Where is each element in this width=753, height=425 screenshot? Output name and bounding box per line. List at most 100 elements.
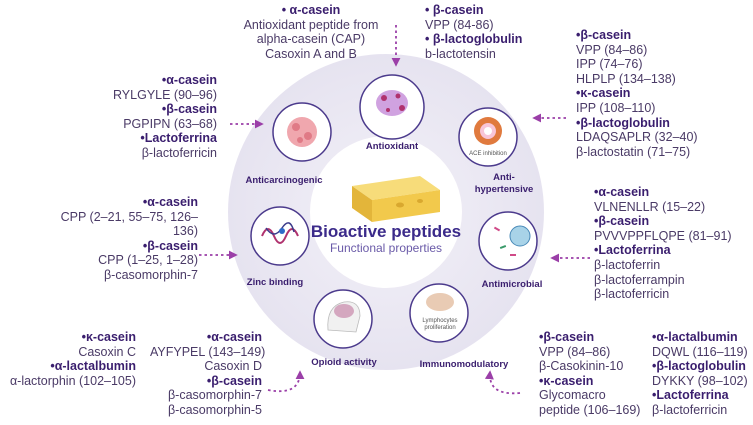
block-bottom-mid-left-h1: •α-casein: [206, 330, 262, 344]
lymphocytes-label-1: Lymphocytes: [422, 318, 457, 324]
block-bottom-mid-left-l3: β-casomorphin-7: [167, 388, 262, 403]
block-top-mid: • β-casein VPP (84-86) • β-lactoglobulin…: [425, 3, 522, 61]
block-right-top-l5: LDAQSAPLR (32–40): [576, 130, 698, 145]
block-top-mid-l1: VPP (84-86): [425, 17, 494, 32]
block-top-left: • α-casein Antioxidant peptide from alph…: [236, 3, 386, 61]
block-left-mid-l3: CPP (1–25, 1–28): [98, 253, 198, 268]
immunomodulatory-node: Lymphocytes proliferation Immunomodulato…: [409, 283, 509, 370]
block-bottom-right-l3: β-lactoferricin: [652, 402, 728, 417]
block-bottom-mid-right-l3: Glycomacro: [539, 388, 606, 403]
block-bottom-mid-right-h1: •β-casein: [539, 330, 595, 344]
block-top-mid-h2: • β-lactoglobulin: [425, 32, 523, 47]
block-left-mid: •α-casein CPP (2–21, 55–75, 126– 136) •β…: [42, 195, 198, 283]
arrow-bottom-left: [267, 370, 305, 393]
block-bottom-mid-left-l2: Casoxin D: [204, 359, 262, 374]
block-right-mid-l2: PVVVPPFLQPE (81–91): [594, 228, 732, 243]
block-left-top-h3: •Lactoferrina: [140, 131, 217, 146]
block-left-mid-l4: β-casomorphin-7: [103, 267, 198, 282]
block-bottom-mid-left-h2: •β-casein: [206, 373, 262, 388]
block-bottom-right-h1: •α-lactalbumin: [652, 330, 738, 344]
block-right-top-h1: •β-casein: [576, 28, 632, 42]
block-left-mid-l1: CPP (2–21, 55–75, 126–: [60, 209, 198, 224]
block-bottom-mid-right-l4: peptide (106–169): [539, 402, 641, 417]
block-right-mid: •α-casein VLNENLLR (15–22) •β-casein PVV…: [594, 185, 732, 302]
protein-structure-icon: [261, 222, 299, 244]
ace-inhibition-icon: [474, 117, 502, 145]
block-bottom-right-h3: •Lactoferrina: [652, 388, 729, 403]
block-right-top-l4: IPP (108–110): [576, 100, 656, 115]
block-bottom-mid-left-l4: β-casomorphin-5: [167, 402, 262, 417]
block-bottom-left-l2: α-lactorphin (102–105): [9, 373, 136, 388]
block-bottom-left: •κ-casein Casoxin C •α-lactalbumin α-lac…: [4, 330, 136, 388]
block-bottom-right-h2: •β-lactoglobulin: [652, 359, 746, 374]
block-bottom-right-l1: DQWL (116–119): [652, 344, 748, 359]
anticarcinogenic-label: Anticarcinogenic: [245, 175, 322, 186]
antioxidant-node: Antioxidant: [359, 74, 425, 152]
antioxidant-label: Antioxidant: [366, 141, 419, 152]
block-right-mid-l4: β-lactoferrampin: [594, 272, 685, 287]
bacteria-icon: [493, 225, 531, 256]
lymphocytes-icon: [426, 293, 454, 311]
block-bottom-mid-left-l1: AYFYPEL (143–149): [150, 344, 266, 359]
arrow-bottom-right: [484, 370, 521, 395]
antihypertensive-label-2: hypertensive: [475, 184, 534, 195]
block-right-mid-h2: •β-casein: [594, 214, 650, 229]
cheese-icon: [352, 176, 440, 222]
block-left-top-l3: β-lactoferricin: [141, 145, 217, 160]
block-bottom-left-h2: •α-lactalbumin: [50, 359, 136, 374]
antihypertensive-node: ACE inhibition Anti- hypertensive: [458, 107, 534, 195]
block-left-top-l1: RYLGYLE (90–96): [113, 87, 217, 102]
antioxidant-icon: [376, 90, 408, 116]
center-subtitle: Functional properties: [330, 241, 442, 255]
brain-head-icon: [327, 301, 361, 333]
block-left-top-h1: •α-casein: [161, 73, 217, 87]
opioid-label: Opioid activity: [311, 357, 377, 368]
block-bottom-left-h1: •κ-casein: [81, 330, 136, 344]
block-bottom-right: •α-lactalbumin DQWL (116–119) •β-lactogl…: [652, 330, 748, 418]
block-bottom-mid-right-h2: •κ-casein: [539, 373, 594, 388]
ace-inhibition-label: ACE inhibition: [469, 151, 507, 157]
anticarcinogenic-node: Anticarcinogenic: [245, 102, 332, 186]
block-right-top: •β-casein VPP (84–86) IPP (74–76) HLPLP …: [576, 28, 698, 159]
block-bottom-left-l1: Casoxin C: [78, 344, 136, 359]
antimicrobial-label: Antimicrobial: [482, 279, 543, 290]
block-right-mid-h1: •α-casein: [594, 185, 650, 199]
block-left-top: •α-casein RYLGYLE (90–96) •β-casein PGPI…: [60, 73, 217, 161]
lymphocytes-label-2: proliferation: [424, 325, 455, 331]
block-bottom-mid-right-l2: β-Casokinin-10: [539, 359, 624, 374]
block-left-mid-h1: •α-casein: [142, 195, 198, 209]
zinc-binding-node: Zinc binding: [247, 206, 310, 288]
opioid-node: Opioid activity: [311, 289, 377, 368]
block-bottom-mid-right-l1: VPP (84–86): [539, 344, 611, 359]
block-top-left-h1: • α-casein: [281, 3, 341, 17]
block-left-mid-l2: 136): [172, 224, 198, 239]
block-bottom-right-l2: DYKKY (98–102): [652, 373, 748, 388]
zinc-binding-label: Zinc binding: [247, 277, 304, 288]
center-title: Bioactive peptides: [311, 222, 461, 241]
block-right-top-l3: HLPLP (134–138): [576, 71, 676, 86]
block-right-top-l2: IPP (74–76): [576, 57, 643, 72]
block-bottom-mid-right: •β-casein VPP (84–86) β-Casokinin-10 •κ-…: [539, 330, 640, 418]
block-right-top-h3: •β-lactoglobulin: [576, 115, 670, 130]
cancer-cell-icon: [287, 117, 317, 147]
block-top-left-l1: Antioxidant peptide from: [243, 17, 379, 32]
connector-arrows: [199, 25, 590, 395]
block-left-mid-h2: •β-casein: [142, 238, 198, 253]
block-top-left-l3: Casoxin A and B: [265, 46, 357, 61]
block-bottom-mid-left: •α-casein AYFYPEL (143–149) Casoxin D •β…: [150, 330, 266, 418]
immunomodulatory-label: Immunomodulatory: [420, 359, 509, 370]
block-left-top-h2: •β-casein: [161, 102, 217, 117]
block-top-left-l2: alpha-casein (CAP): [256, 32, 366, 47]
block-right-top-l6: β-lactostatin (71–75): [576, 144, 691, 159]
antihypertensive-label-1: Anti-: [493, 172, 515, 183]
antimicrobial-node: Antimicrobial: [478, 211, 543, 290]
block-right-mid-l1: VLNENLLR (15–22): [594, 199, 706, 214]
block-left-top-l2: PGPIPN (63–68): [123, 116, 217, 131]
block-top-mid-l2: b-lactotensin: [425, 46, 496, 61]
block-top-mid-h1: • β-casein: [425, 3, 484, 17]
block-right-mid-h3: •Lactoferrina: [594, 243, 671, 258]
block-right-mid-l3: β-lactoferrin: [594, 257, 661, 272]
block-right-top-h2: •κ-casein: [576, 86, 631, 101]
block-right-mid-l5: β-lactoferricin: [594, 287, 670, 302]
